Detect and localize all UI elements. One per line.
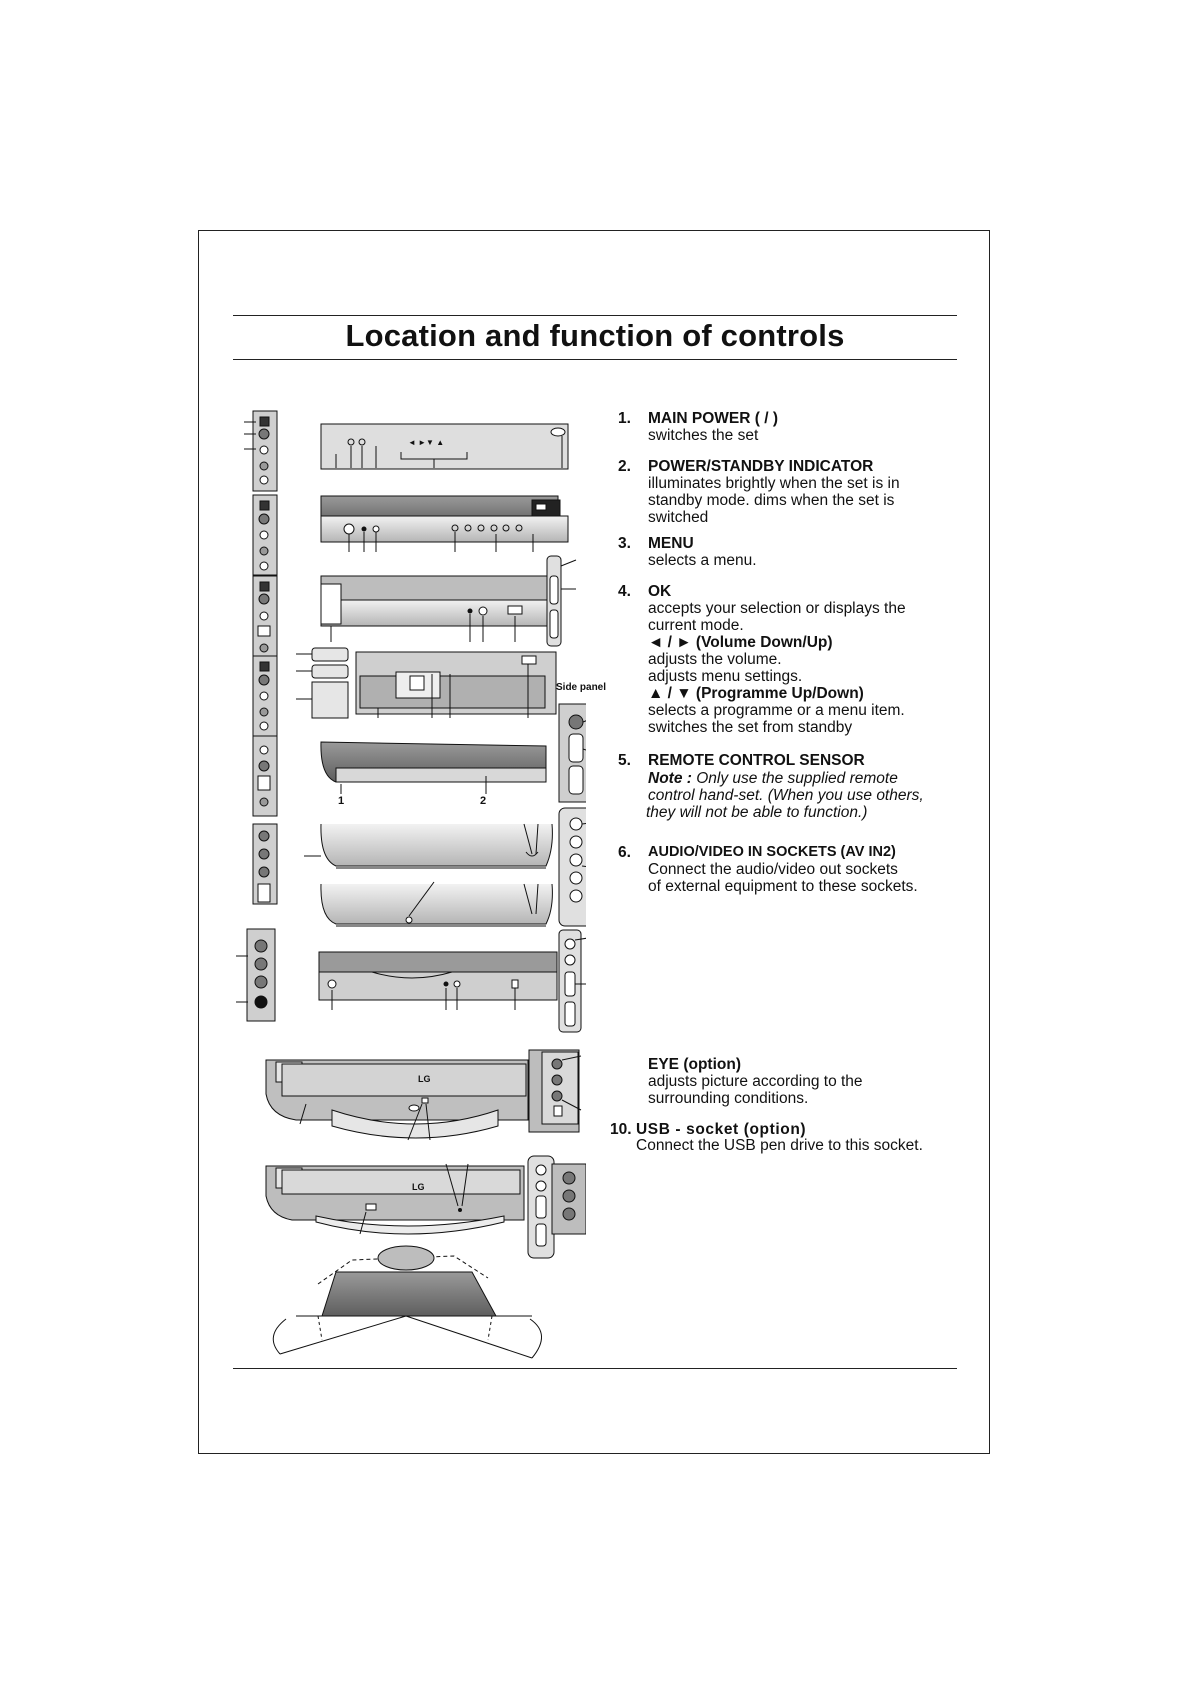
item-heading: AUDIO/VIDEO IN SOCKETS (AV IN2)	[648, 844, 896, 860]
side-panel-buttons-2	[558, 929, 586, 1033]
callout-1: 1	[338, 795, 345, 807]
item-heading: OK	[648, 583, 672, 600]
side-strip-4	[252, 655, 278, 737]
item-heading: MAIN POWER ( / )	[648, 410, 779, 427]
side-strip-6	[252, 823, 278, 905]
item-heading: MENU	[648, 535, 694, 552]
side-panel-label: Side panel	[556, 682, 607, 693]
side-strip-1	[244, 410, 278, 492]
stand-logo-1: LG	[418, 1074, 431, 1084]
title-rule-bottom	[233, 359, 957, 360]
item-heading: EYE (option)	[648, 1056, 741, 1073]
tv-curved-front-1	[304, 823, 553, 869]
lg-tv-front-1	[265, 1059, 529, 1141]
side-panel-large	[558, 703, 586, 803]
side-strip-3	[252, 575, 278, 657]
tv-front-panel-3	[320, 575, 550, 642]
item-heading: POWER/STANDBY INDICATOR	[648, 458, 874, 475]
controls-diagram: ◄ ►▼ ▲	[236, 410, 586, 1359]
side-panel-small-1	[546, 555, 577, 647]
side-strip-7	[236, 928, 276, 1022]
tv-front-panel-4	[355, 651, 557, 718]
svg-text:◄ ►▼ ▲: ◄ ►▼ ▲	[408, 438, 444, 447]
side-panel-buttons-1	[558, 807, 586, 927]
tv-bottom-view	[320, 741, 547, 794]
av-sockets-box	[296, 647, 349, 719]
stand-logo-2: LG	[412, 1182, 425, 1192]
side-strip-2	[252, 494, 278, 576]
lg-tv-front-2	[265, 1163, 525, 1235]
item-heading: USB - socket (option)	[636, 1121, 807, 1138]
tv-control-illustrations: ◄ ►▼ ▲	[236, 404, 586, 1364]
title-rule-top	[233, 315, 957, 316]
side-strip-5	[252, 735, 278, 817]
callout-2: 2	[480, 795, 487, 807]
side-panel-buttons-3	[528, 1049, 582, 1133]
note-label: Note :	[648, 770, 692, 787]
tv-front-panel-2	[320, 495, 569, 552]
swivel-stand	[272, 1245, 542, 1359]
side-panel-buttons-4	[527, 1155, 586, 1259]
tv-curved-front-2	[320, 881, 553, 927]
tv-front-panel-7	[318, 951, 558, 1010]
footer-rule	[233, 1368, 957, 1369]
page-title: Location and function of controls	[345, 318, 845, 353]
tv-front-panel-1: ◄ ►▼ ▲	[320, 423, 569, 470]
page-frame	[198, 230, 990, 1454]
item-heading: REMOTE CONTROL SENSOR	[648, 752, 865, 769]
